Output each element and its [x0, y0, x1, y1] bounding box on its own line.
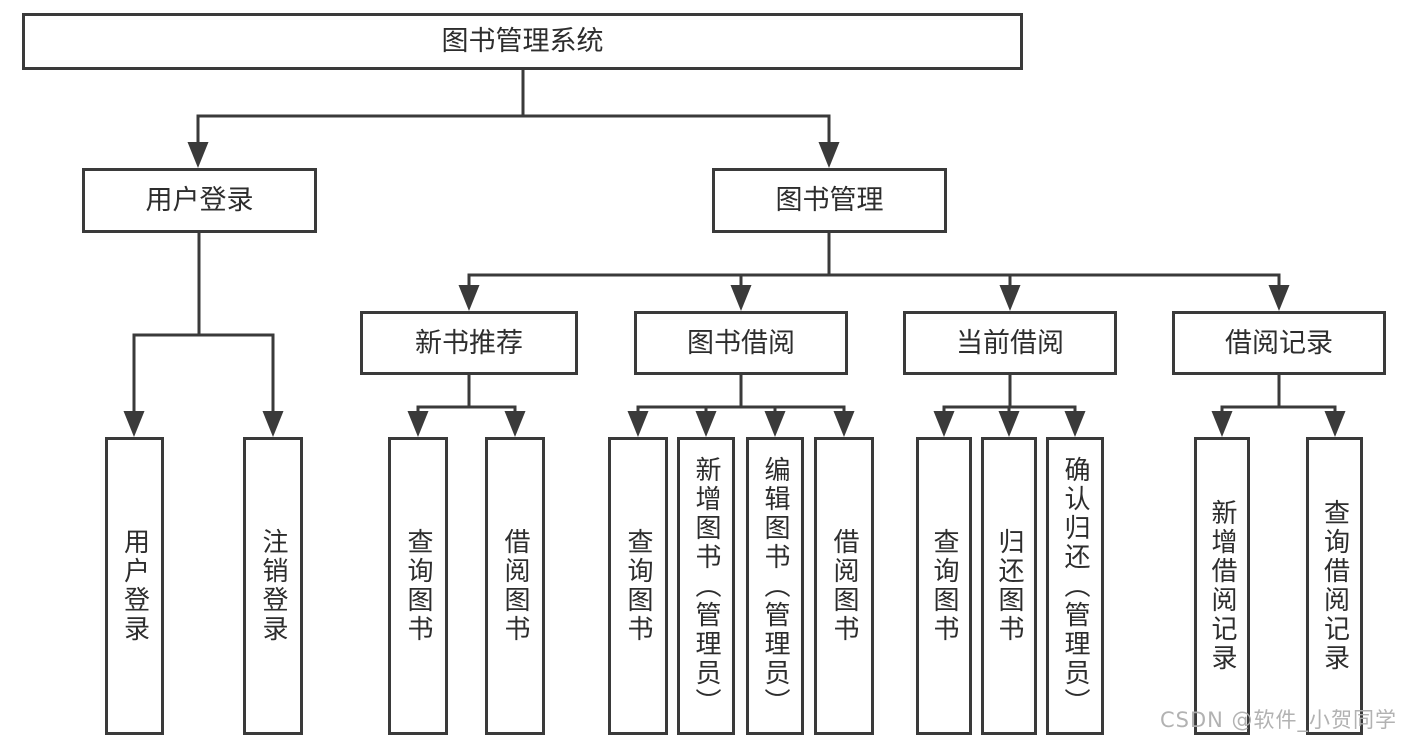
node-book-management: 图书管理: [712, 168, 947, 233]
node-leaf-edit-books-admin: 编辑图书（管理员）: [746, 437, 804, 735]
node-leaf-borrow-books: 借阅图书: [814, 437, 874, 735]
node-user-login: 用户登录: [82, 168, 317, 233]
node-current-borrowing: 当前借阅: [903, 311, 1117, 375]
node-book-borrowing: 图书借阅: [634, 311, 848, 375]
node-leaf-borrow-books-recommend: 借阅图书: [485, 437, 545, 735]
node-new-book-recommendation: 新书推荐: [360, 311, 578, 375]
node-library-management-system: 图书管理系统: [22, 13, 1023, 70]
node-leaf-confirm-return-admin: 确认归还（管理员）: [1046, 437, 1104, 735]
node-leaf-query-books-borrowing: 查询图书: [608, 437, 668, 735]
node-leaf-add-books-admin: 新增图书（管理员）: [677, 437, 735, 735]
node-leaf-add-borrow-record: 新增借阅记录: [1194, 437, 1250, 735]
node-leaf-logout: 注销登录: [243, 437, 303, 735]
watermark-text: CSDN @软件_小贺同学: [1160, 708, 1398, 732]
node-leaf-query-books-current: 查询图书: [916, 437, 972, 735]
node-borrowing-records: 借阅记录: [1172, 311, 1386, 375]
node-leaf-query-books-recommend: 查询图书: [388, 437, 448, 735]
node-leaf-query-borrow-record: 查询借阅记录: [1306, 437, 1363, 735]
node-leaf-return-books: 归还图书: [981, 437, 1037, 735]
node-leaf-user-login: 用户登录: [105, 437, 164, 735]
